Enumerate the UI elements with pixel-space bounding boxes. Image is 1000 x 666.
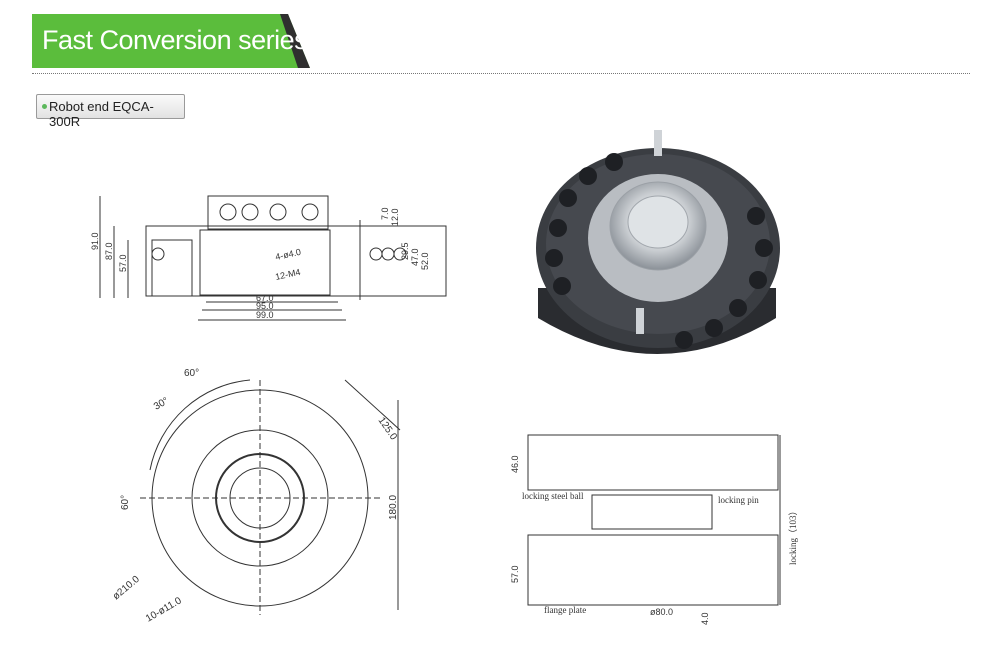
dim-dia-80: ø80.0 — [650, 607, 673, 617]
dim-180: 180.0 — [388, 495, 399, 520]
page-title: Fast Conversion series — [42, 25, 308, 55]
dim-87: 87.0 — [104, 242, 114, 260]
dim-95: 95.0 — [256, 301, 274, 311]
top-view-drawing: 60° 30° 60° 125.0 180.0 ø210.0 10-ø11.0 — [111, 368, 401, 625]
dim-99: 99.0 — [256, 310, 274, 320]
assembly-drawing: 46.0 57.0 ø80.0 4.0 locking（103） locking… — [510, 434, 798, 625]
dim-4-asm: 4.0 — [700, 612, 710, 625]
product-label: Robot end EQCA-300R — [49, 99, 154, 129]
angle-30: 30° — [152, 396, 171, 413]
label-locking-steel-ball: locking steel ball — [522, 491, 584, 501]
banner-shape — [32, 14, 310, 68]
dim-47: 47.0 — [410, 248, 420, 266]
dim-46: 46.0 — [510, 455, 520, 473]
angle-60-left: 60° — [120, 495, 131, 510]
dim-10-holes: 10-ø11.0 — [144, 595, 184, 624]
angle-60-top: 60° — [184, 368, 199, 379]
dim-91: 91.0 — [90, 232, 100, 250]
dim-29-5: 29.5 — [400, 242, 410, 260]
dim-12: 12.0 — [390, 208, 400, 226]
dim-57-asm: 57.0 — [510, 565, 520, 583]
product-tag: Robot end EQCA-300R — [36, 94, 185, 129]
dim-4-holes: 4-ø4.0 — [274, 247, 302, 262]
tool-changer-photo — [536, 130, 780, 354]
dim-52: 52.0 — [420, 252, 430, 270]
side-view-drawing: 91.0 87.0 57.0 7.0 12.0 29.5 47.0 52.0 6… — [90, 195, 447, 321]
dim-12-m4: 12-M4 — [274, 267, 301, 282]
label-flange-plate: flange plate — [544, 605, 586, 615]
section-banner: Fast Conversion series — [32, 14, 310, 68]
dim-57: 57.0 — [118, 254, 128, 272]
dim-67: 67.0 — [256, 293, 274, 303]
dim-125: 125.0 — [376, 415, 400, 442]
bullet-icon — [42, 104, 47, 109]
divider — [32, 73, 970, 74]
dim-7: 7.0 — [380, 207, 390, 220]
dim-dia-210: ø210.0 — [111, 574, 142, 603]
label-locking-pin: locking pin — [718, 495, 759, 505]
dim-locking-103: locking（103） — [788, 507, 798, 566]
